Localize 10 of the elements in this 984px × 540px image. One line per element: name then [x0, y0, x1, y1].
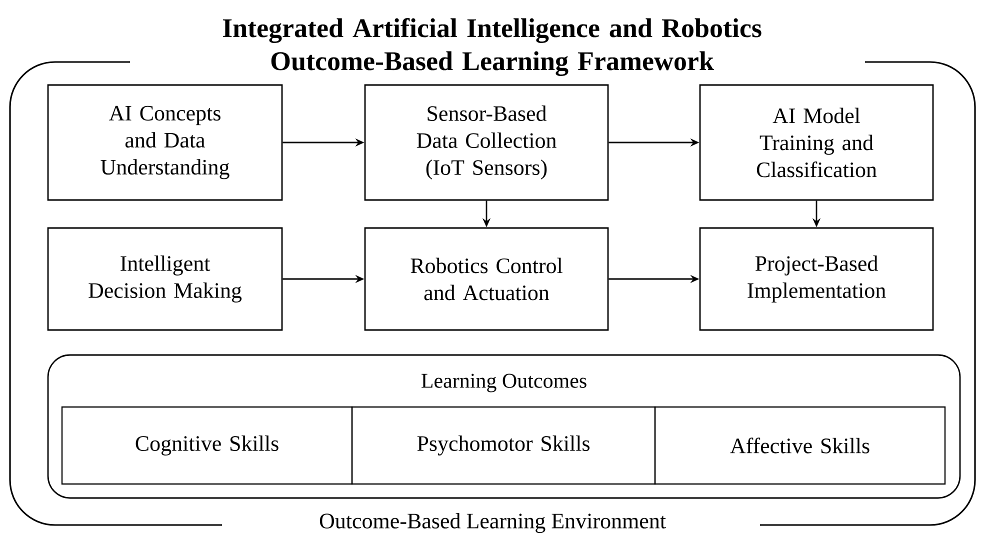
table-cell: Affective Skills	[654, 406, 946, 485]
title: Integrated Artificial Intelligence and Robotics Outcome-Based Learning Framework	[222, 18, 762, 76]
process-box: AI Concepts and Data Understanding	[47, 84, 283, 201]
process-box: AI Model Training and Classification	[699, 84, 934, 201]
process-box: Robotics Control and Actuation	[364, 227, 609, 331]
table-cell: Psychomotor Skills	[351, 406, 656, 485]
process-box: Intelligent Decision Making	[47, 227, 283, 331]
process-box: Project-Based Implementation	[699, 227, 934, 331]
process-box: Sensor-Based Data Collection (IoT Sensors)	[364, 84, 609, 201]
table-cell: Cognitive Skills	[61, 406, 353, 485]
